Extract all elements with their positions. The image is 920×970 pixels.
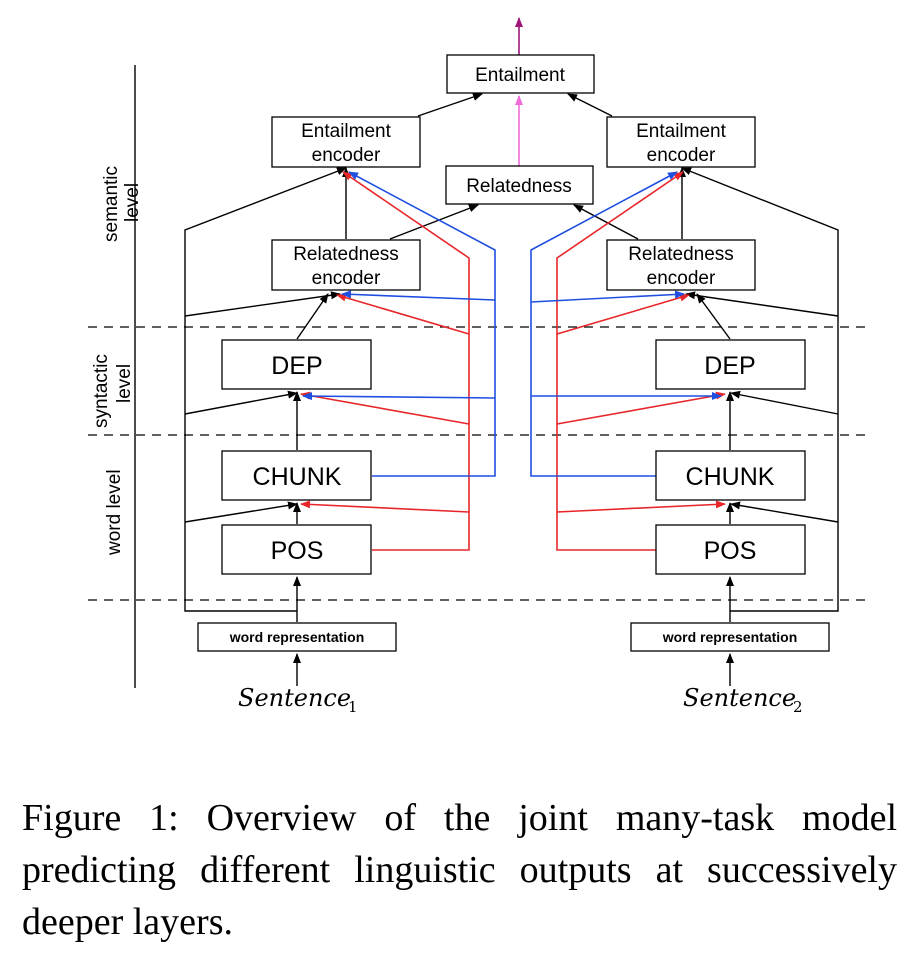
sentence-1-subscript: 1: [348, 698, 358, 716]
entailment-encoder-right-line2: encoder: [647, 145, 716, 166]
word-representation-left: word representation: [197, 622, 397, 652]
relatedness-node: Relatedness: [445, 165, 594, 205]
relatedness-encoder-right: Relatedness encoder: [606, 239, 756, 291]
chunk-left: CHUNK: [221, 450, 372, 501]
semantic-level-label-1: semantic: [101, 166, 122, 242]
dep-right: DEP: [655, 339, 806, 390]
entailment-encoder-left-line1: Entailment: [301, 121, 391, 142]
relatedness-encoder-right-line2: encoder: [647, 268, 716, 289]
black-connections: [184, 93, 839, 686]
relatedness-encoder-left-line1: Relatedness: [293, 244, 399, 265]
word-level-label: word level: [104, 469, 125, 556]
relatedness-encoder-left: Relatedness encoder: [271, 239, 421, 291]
word-representation-right-label: word representation: [662, 629, 798, 645]
entailment-node: Entailment: [446, 54, 595, 94]
semantic-level-label-2: level: [122, 183, 143, 222]
dep-left: DEP: [221, 339, 372, 390]
pos-right-label: POS: [704, 537, 757, 565]
entailment-encoder-right: Entailment encoder: [606, 116, 756, 168]
relatedness-encoder-left-line2: encoder: [312, 268, 381, 289]
entailment-encoder-right-line1: Entailment: [636, 121, 726, 142]
relatedness-label: Relatedness: [466, 176, 572, 197]
sentence-1-label: Sentence: [238, 684, 351, 712]
sentence-2-subscript: 2: [793, 698, 803, 716]
syntactic-level-label-1: syntactic: [91, 354, 112, 428]
dep-left-label: DEP: [271, 352, 322, 380]
dep-right-label: DEP: [704, 352, 755, 380]
entailment-encoder-left-line2: encoder: [312, 145, 381, 166]
word-representation-left-label: word representation: [229, 629, 365, 645]
model-architecture-diagram: semantic level syntactic level word leve…: [88, 17, 868, 716]
sentence-2-label: Sentence: [683, 684, 796, 712]
entailment-label: Entailment: [475, 65, 565, 86]
relatedness-encoder-right-line1: Relatedness: [628, 244, 734, 265]
pos-left-label: POS: [271, 537, 324, 565]
chunk-right: CHUNK: [655, 450, 806, 501]
chunk-left-label: CHUNK: [253, 463, 342, 491]
figure-caption: Figure 1: Overview of the joint many-tas…: [22, 797, 897, 943]
red-connections: [300, 171, 726, 551]
pos-right: POS: [655, 524, 806, 575]
pos-left: POS: [221, 524, 372, 575]
chunk-right-label: CHUNK: [686, 463, 775, 491]
level-separators: [88, 65, 868, 688]
word-representation-right: word representation: [630, 622, 830, 652]
syntactic-level-label-2: level: [114, 364, 135, 403]
entailment-encoder-left: Entailment encoder: [271, 116, 421, 168]
blue-connections: [302, 171, 722, 477]
